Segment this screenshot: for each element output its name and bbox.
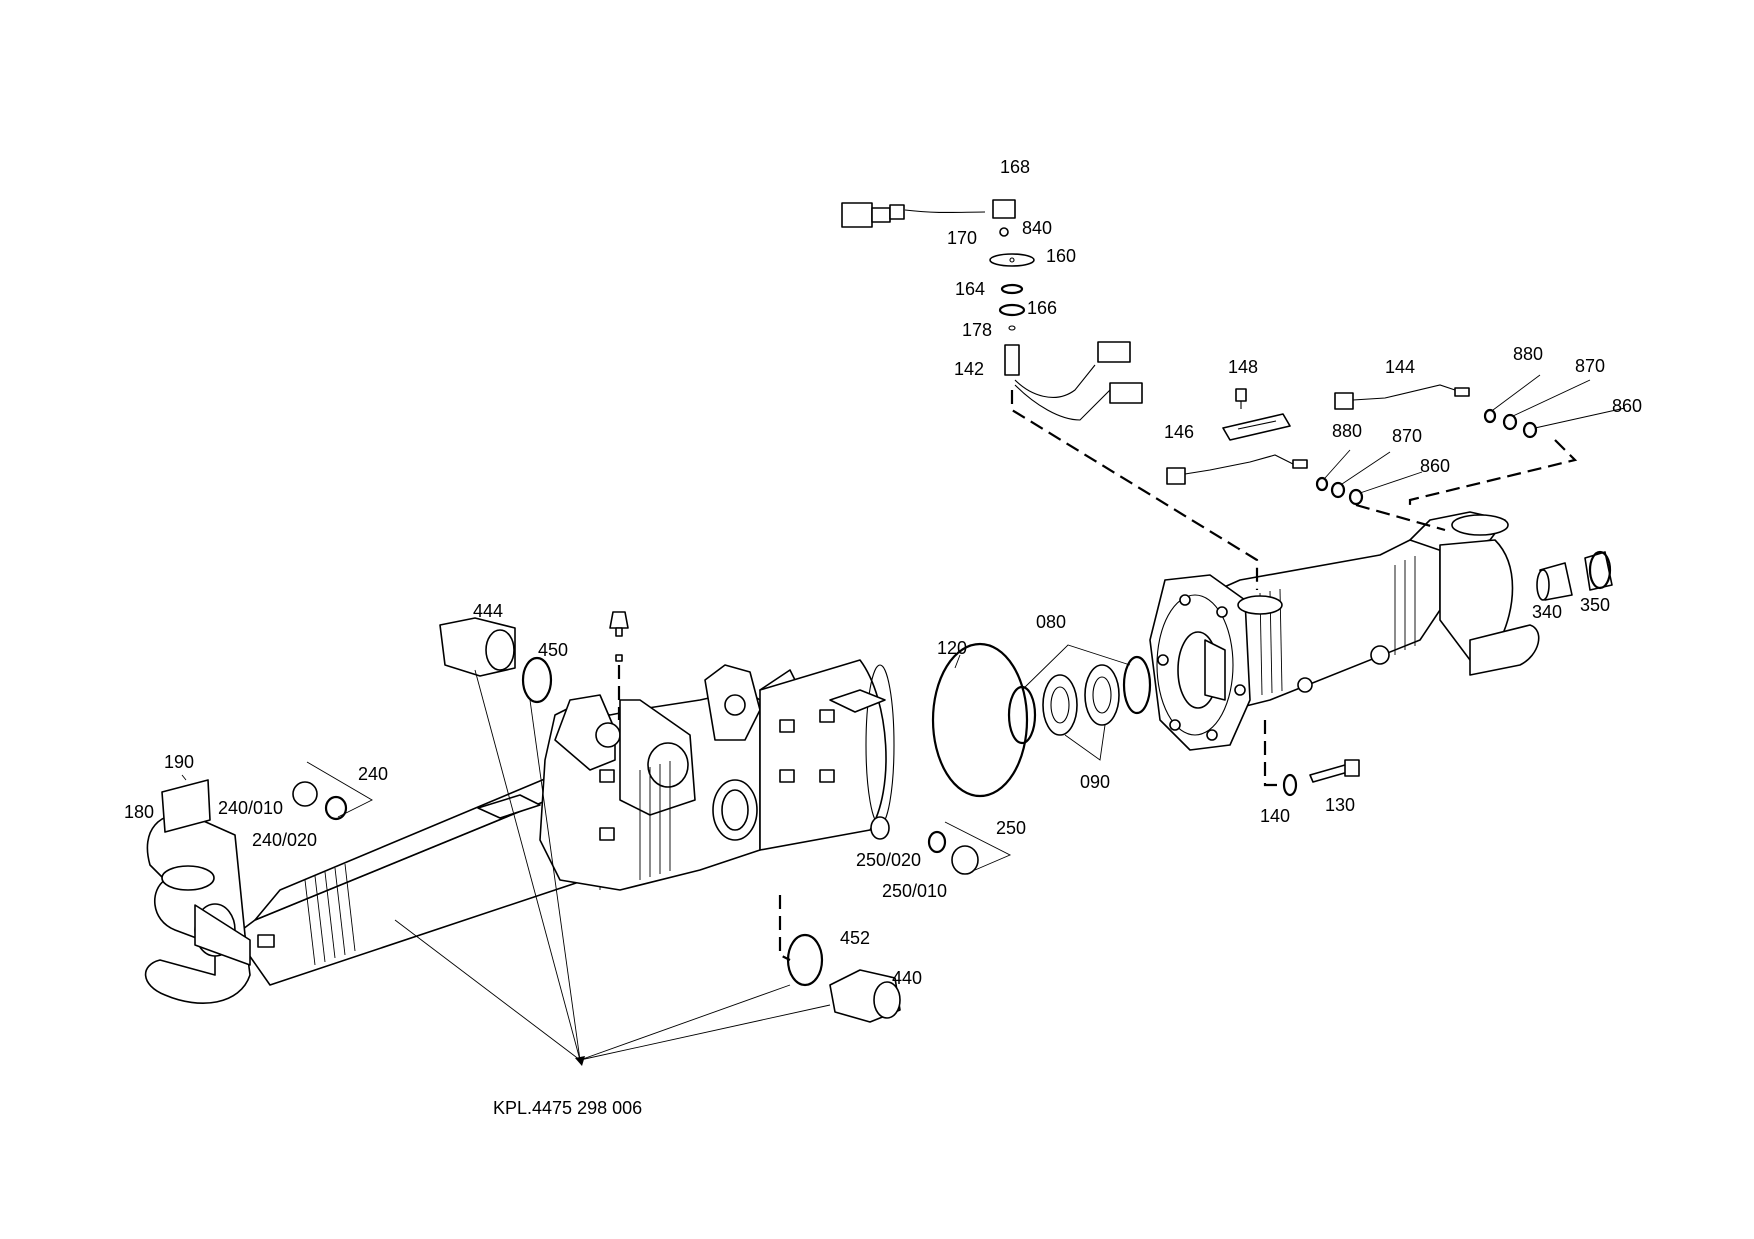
sensor-144 [1334, 384, 1470, 410]
pin-444 [439, 617, 516, 677]
label-142: 142 [954, 359, 984, 379]
screw-130 [1309, 759, 1360, 783]
label-440: 440 [892, 968, 922, 988]
label-880b: 880 [1332, 421, 1362, 441]
label-160: 160 [1046, 246, 1076, 266]
plug-240 [292, 781, 348, 821]
screw-148 [1235, 388, 1247, 409]
label-146: 146 [1164, 422, 1194, 442]
assembly-lines [617, 390, 1578, 961]
label-080: 080 [1036, 612, 1066, 632]
sensor-lower [1166, 454, 1308, 485]
label-164: 164 [955, 279, 985, 299]
axle-housing-right [1149, 511, 1540, 751]
rings-880-870-860 [1315, 408, 1538, 506]
seal-rings-080 [1007, 655, 1152, 745]
leader-lines [181, 374, 1626, 1066]
label-178: 178 [962, 320, 992, 340]
label-168: 168 [1000, 157, 1030, 177]
label-090: 090 [1080, 772, 1110, 792]
ring-450 [521, 656, 553, 704]
label-250-020: 250/020 [856, 850, 921, 870]
label-450: 450 [538, 640, 568, 660]
bushing-350 [1584, 550, 1613, 591]
label-240-020: 240/020 [252, 830, 317, 850]
ring-452 [786, 933, 824, 987]
label-340: 340 [1532, 602, 1562, 622]
sensor-assembly [841, 199, 1143, 421]
o-ring-120 [931, 642, 1029, 798]
drawing-reference: KPL.4475 298 006 [493, 1098, 642, 1118]
label-190: 190 [164, 752, 194, 772]
label-870a: 870 [1575, 356, 1605, 376]
label-444: 444 [473, 601, 503, 621]
differential-housing [477, 659, 895, 891]
label-240-010: 240/010 [218, 798, 283, 818]
nameplate-180 [161, 779, 211, 833]
washer-140 [1282, 773, 1298, 797]
label-840: 840 [1022, 218, 1052, 238]
label-452: 452 [840, 928, 870, 948]
label-350: 350 [1580, 595, 1610, 615]
part-labels: 168 840 170 160 164 166 178 142 148 144 … [124, 157, 1642, 1118]
label-140: 140 [1260, 806, 1290, 826]
breather-fitting [609, 611, 629, 662]
label-250-010: 250/010 [882, 881, 947, 901]
label-880a: 880 [1513, 344, 1543, 364]
label-250: 250 [996, 818, 1026, 838]
bearings-090 [1042, 664, 1120, 736]
plug-440 [829, 969, 901, 1023]
label-144: 144 [1385, 357, 1415, 377]
label-120: 120 [937, 638, 967, 658]
label-170: 170 [947, 228, 977, 248]
label-240: 240 [358, 764, 388, 784]
label-166: 166 [1027, 298, 1057, 318]
label-180: 180 [124, 802, 154, 822]
label-870b: 870 [1392, 426, 1422, 446]
label-860a: 860 [1612, 396, 1642, 416]
label-130: 130 [1325, 795, 1355, 815]
bushing-340 [1536, 562, 1573, 601]
label-148: 148 [1228, 357, 1258, 377]
label-860b: 860 [1420, 456, 1450, 476]
bracket-146 [1222, 413, 1291, 441]
plug-250 [927, 830, 979, 875]
